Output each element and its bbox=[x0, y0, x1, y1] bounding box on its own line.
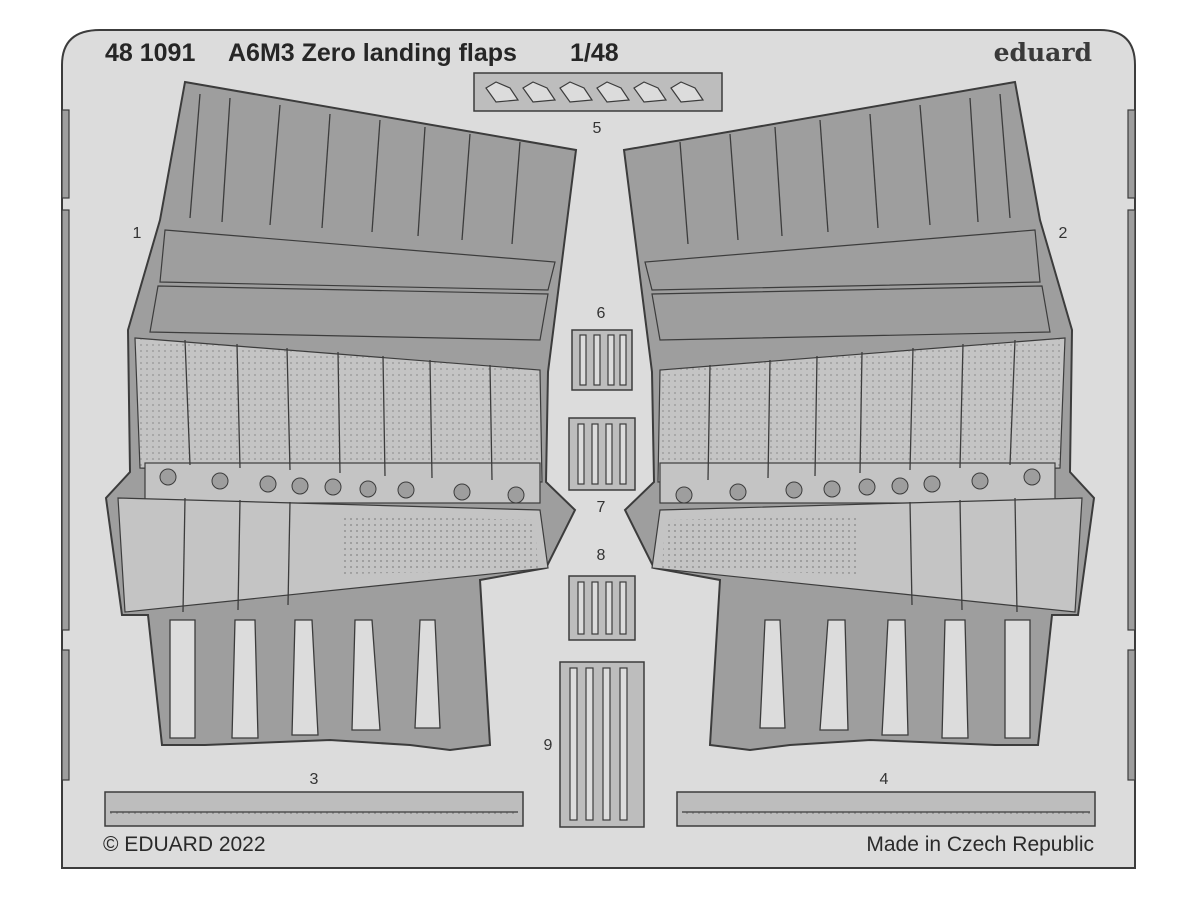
set-scale: 1/48 bbox=[570, 39, 619, 67]
part-label-4: 4 bbox=[880, 771, 889, 788]
set-name: A6M3 Zero landing flaps bbox=[228, 39, 517, 67]
part-label-2: 2 bbox=[1059, 225, 1068, 242]
part-5 bbox=[473, 72, 723, 112]
frame-tabs bbox=[61, 109, 1136, 781]
part-9 bbox=[559, 661, 645, 828]
part-3 bbox=[104, 791, 524, 827]
copyright-text: © EDUARD 2022 bbox=[103, 833, 266, 856]
origin-text: Made in Czech Republic bbox=[866, 833, 1094, 856]
part-8 bbox=[568, 575, 636, 641]
part-4 bbox=[676, 791, 1096, 827]
part-label-5: 5 bbox=[593, 120, 602, 137]
part-label-1: 1 bbox=[133, 225, 142, 242]
part-2-right-flap bbox=[622, 80, 1096, 752]
brand-logo: eduard bbox=[994, 38, 1092, 67]
part-1-left-flap: 1 bbox=[104, 80, 578, 752]
part-label-7: 7 bbox=[597, 499, 606, 516]
part-label-9: 9 bbox=[544, 737, 553, 754]
part-label-6: 6 bbox=[597, 305, 606, 322]
part-7 bbox=[568, 417, 636, 491]
set-number: 48 1091 bbox=[105, 39, 195, 67]
part-label-8: 8 bbox=[597, 547, 606, 564]
part-6 bbox=[571, 329, 633, 391]
part-label-3: 3 bbox=[310, 771, 319, 788]
